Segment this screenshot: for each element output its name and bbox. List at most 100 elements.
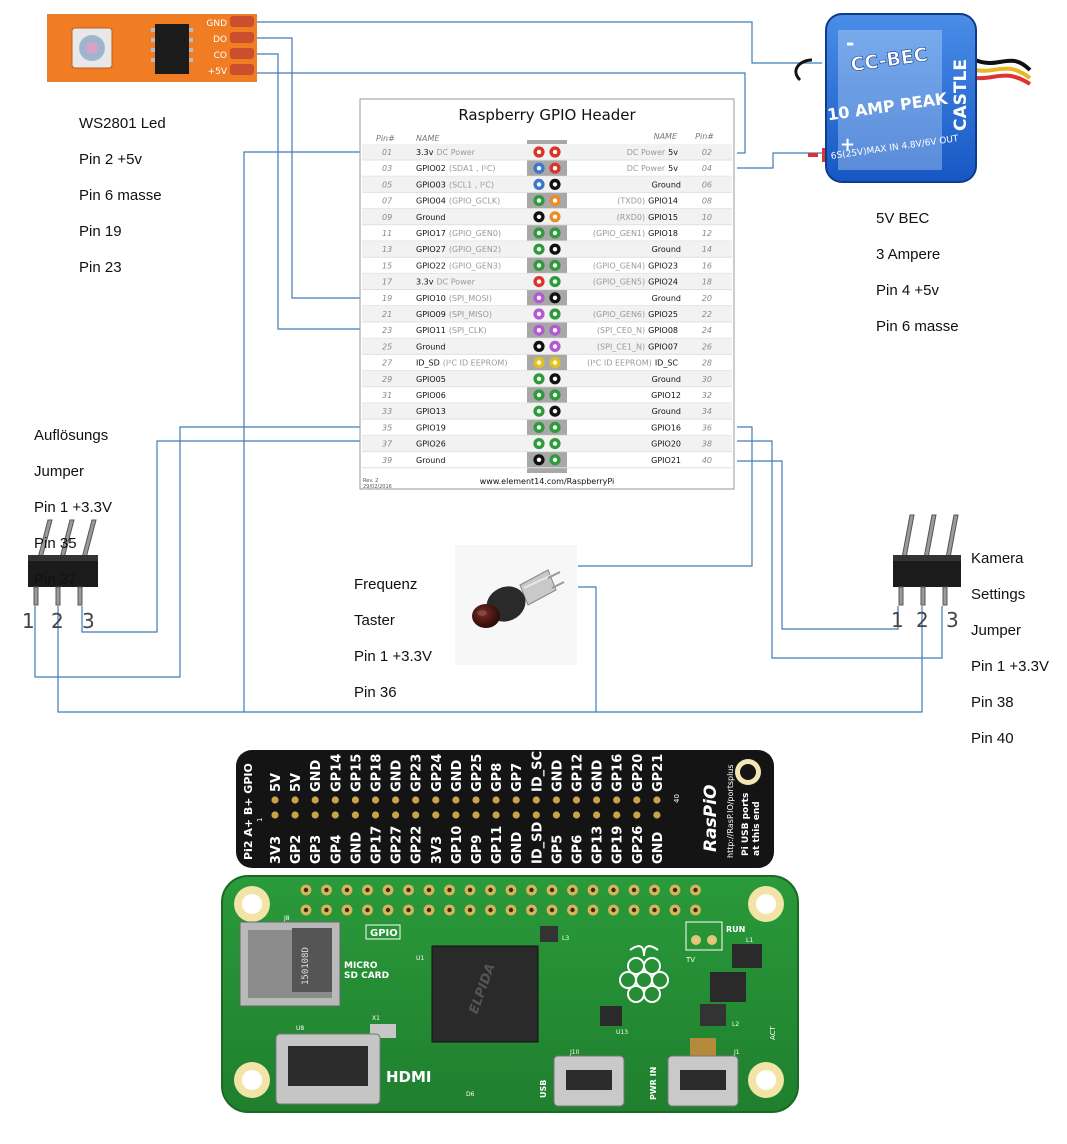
raspio-top-label: GP15 (349, 754, 364, 792)
gpio-pin-number: 18 (702, 278, 712, 287)
gpio-pin-name: GPIO26 (416, 440, 446, 449)
raspio-hole (572, 796, 581, 804)
button-note-line: Pin 1 +3.3V (354, 648, 432, 665)
raspio-hole (311, 811, 319, 819)
raspio-bottom-label: GP27 (390, 826, 405, 864)
gpio-pin-number: 08 (702, 197, 712, 206)
gpio-pin-number: 15 (382, 261, 392, 270)
raspio-top-label: GP20 (631, 754, 646, 792)
raspio-top-label: GP16 (611, 754, 626, 792)
gpio-date: 29/02/2016 (363, 484, 392, 490)
raspio-bottom-label: GND (349, 831, 364, 864)
gpio-pin-number: 12 (702, 229, 712, 238)
raspio-hole (392, 796, 400, 804)
raspio-bottom-label: GND (651, 831, 666, 864)
gpio-pin-number: 21 (382, 310, 392, 319)
gpio-pin-name: GPIO16 (651, 423, 681, 432)
l3-label: L3 (562, 935, 569, 942)
gpio-title: Raspberry GPIO Header (458, 106, 636, 124)
raspio-top-label: GP8 (490, 763, 505, 792)
resolution-note-line: Pin 35 (34, 535, 77, 552)
gpio-pin-name: ID_SD(I²C ID EEPROM) (416, 359, 507, 368)
sd-code: 150108D (301, 947, 311, 985)
raspio-bottom-label: GP5 (550, 835, 565, 864)
l1-label: L1 (746, 937, 753, 944)
wire-pin35 (34, 426, 362, 678)
gpio-pin-number: 28 (702, 359, 712, 368)
gpio-pin-name: (RXD0)GPIO15 (617, 213, 678, 222)
gpio-pin-name: (I²C ID EEPROM)ID_SC (587, 359, 678, 368)
raspio-usb-note-2: at this end (752, 801, 762, 856)
raspio-top-label: GP12 (571, 754, 586, 792)
gpio-pin-number: 20 (702, 294, 712, 303)
u1-label: U1 (416, 955, 424, 962)
raspio-hole (331, 796, 339, 804)
tv-label: TV (685, 956, 695, 964)
wire-button-gnd (578, 586, 597, 712)
gpio-pin-number: 37 (382, 440, 393, 449)
gpio-pin-name: GPIO13 (416, 407, 446, 416)
raspio-hole (492, 811, 500, 819)
gpio-pin-name: GPIO19 (416, 423, 446, 432)
raspberry-pi-zero: 150108D MICRO SD CARD J8 GPIO ELPIDA U1 … (221, 875, 799, 1113)
raspio-hole (311, 796, 319, 804)
raspio-hole (572, 811, 581, 819)
raspio-hole (512, 811, 520, 819)
raspio-hole (593, 811, 601, 819)
raspio-hole (552, 811, 561, 819)
gpio-pin-number: 34 (702, 407, 712, 416)
raspio-top-label: GND (309, 759, 324, 792)
push-button (455, 545, 577, 665)
raspio-hole (271, 796, 279, 804)
raspio-hole (532, 796, 540, 804)
ws2801-note-line: WS2801 Led (79, 115, 166, 132)
wire-pin38 (737, 440, 943, 659)
gpio-pin-name: Ground (652, 294, 681, 303)
resolution-note-line: Pin 37 (34, 571, 77, 588)
gpio-pin-name: Ground (652, 375, 681, 384)
raspio-bottom-label: GP19 (611, 826, 626, 864)
gpio-pin-number: 40 (702, 456, 712, 465)
sd-micro-label: MICRO (344, 961, 378, 971)
pizero-gpio-pads (300, 884, 701, 916)
gpio-pin-name: GPIO02(SDA1 , I²C) (416, 164, 496, 173)
led-pad (230, 48, 254, 59)
gpio-pin-number: 09 (382, 213, 392, 222)
gpio-pin-number: 13 (382, 245, 392, 254)
gpio-pin-name: GPIO21 (651, 456, 681, 465)
gpio-pin-name: (GPIO_GEN5)GPIO24 (593, 278, 678, 287)
raspio-hole (392, 811, 400, 819)
raspio-hole (593, 796, 601, 804)
raspio-hole (452, 811, 460, 819)
raspio-hole (532, 811, 540, 819)
bec-note: 5V BEC 3 Ampere Pin 4 +5v Pin 6 masse (876, 192, 959, 354)
gpio-pin-number: 35 (382, 423, 392, 432)
raspio-top-label: GP14 (329, 754, 344, 792)
gpio-pin-name: (GPIO_GEN1)GPIO18 (593, 229, 678, 238)
gpio-col-name-right: NAME (654, 132, 678, 141)
gpio-pin-name: Ground (652, 245, 681, 254)
gpio-pin-number: 11 (382, 229, 392, 238)
act-label: ACT (769, 1025, 777, 1040)
raspio-hole (291, 796, 299, 804)
gpio-rev: Rev. 2 (363, 478, 378, 484)
raspio-hole (432, 796, 440, 804)
camera-jumper-note: Kamera Settings Jumper Pin 1 +3.3V Pin 3… (971, 532, 1049, 766)
raspio-top-label: GND (591, 759, 606, 792)
gpio-pin-number: 31 (382, 391, 392, 400)
resolution-jumper: 1 2 3 (22, 519, 98, 633)
raspio-bottom-label: GP22 (410, 826, 425, 864)
raspio-bottom-label: 3V3 (430, 836, 445, 864)
raspio-bottom-label: ID_SD (530, 822, 545, 864)
